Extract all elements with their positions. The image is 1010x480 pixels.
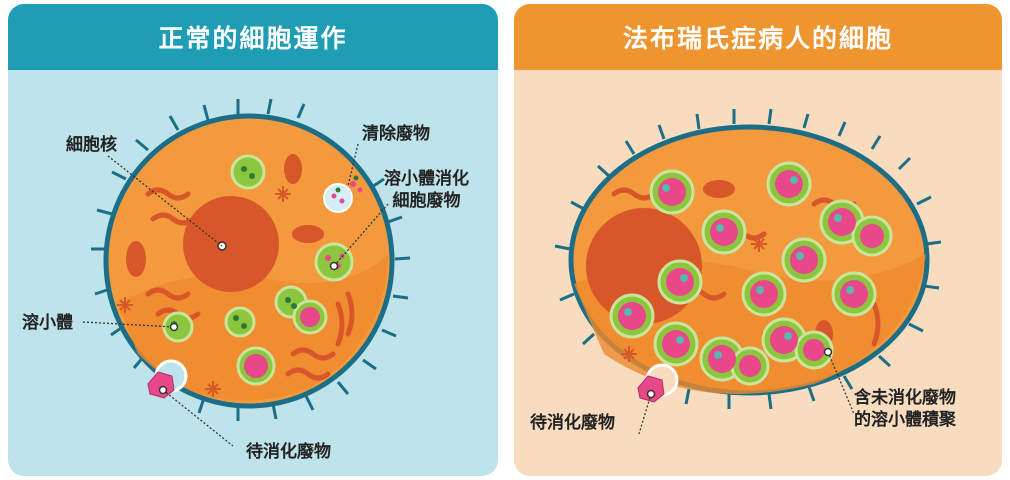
label-lysosome: 溶小體 [22,312,73,334]
label-accumulation-line2: 的溶小體積聚 [854,409,956,431]
waste-particle-left [148,372,174,398]
label-lysosome-digest-line1: 溶小體消化 [384,168,469,190]
normal-cell-illustration [8,4,498,476]
label-nucleus: 細胞核 [66,134,117,156]
fabry-cell-panel: 法布瑞氏症病人的細胞 [514,4,1002,476]
nucleus [183,196,279,292]
normal-cell-panel: 正常的細胞運作 [8,4,498,476]
label-lysosome-digest-line2: 細胞廢物 [384,190,469,212]
label-lysosome-digest: 溶小體消化 細胞廢物 [384,168,469,212]
label-accumulation: 含未消化廢物 的溶小體積聚 [854,387,956,431]
label-clear-waste: 清除廢物 [362,123,430,145]
label-accumulation-line1: 含未消化廢物 [854,387,956,409]
label-waste-to-digest-left: 待消化廢物 [246,441,331,463]
label-waste-to-digest-right: 待消化廢物 [530,412,615,434]
